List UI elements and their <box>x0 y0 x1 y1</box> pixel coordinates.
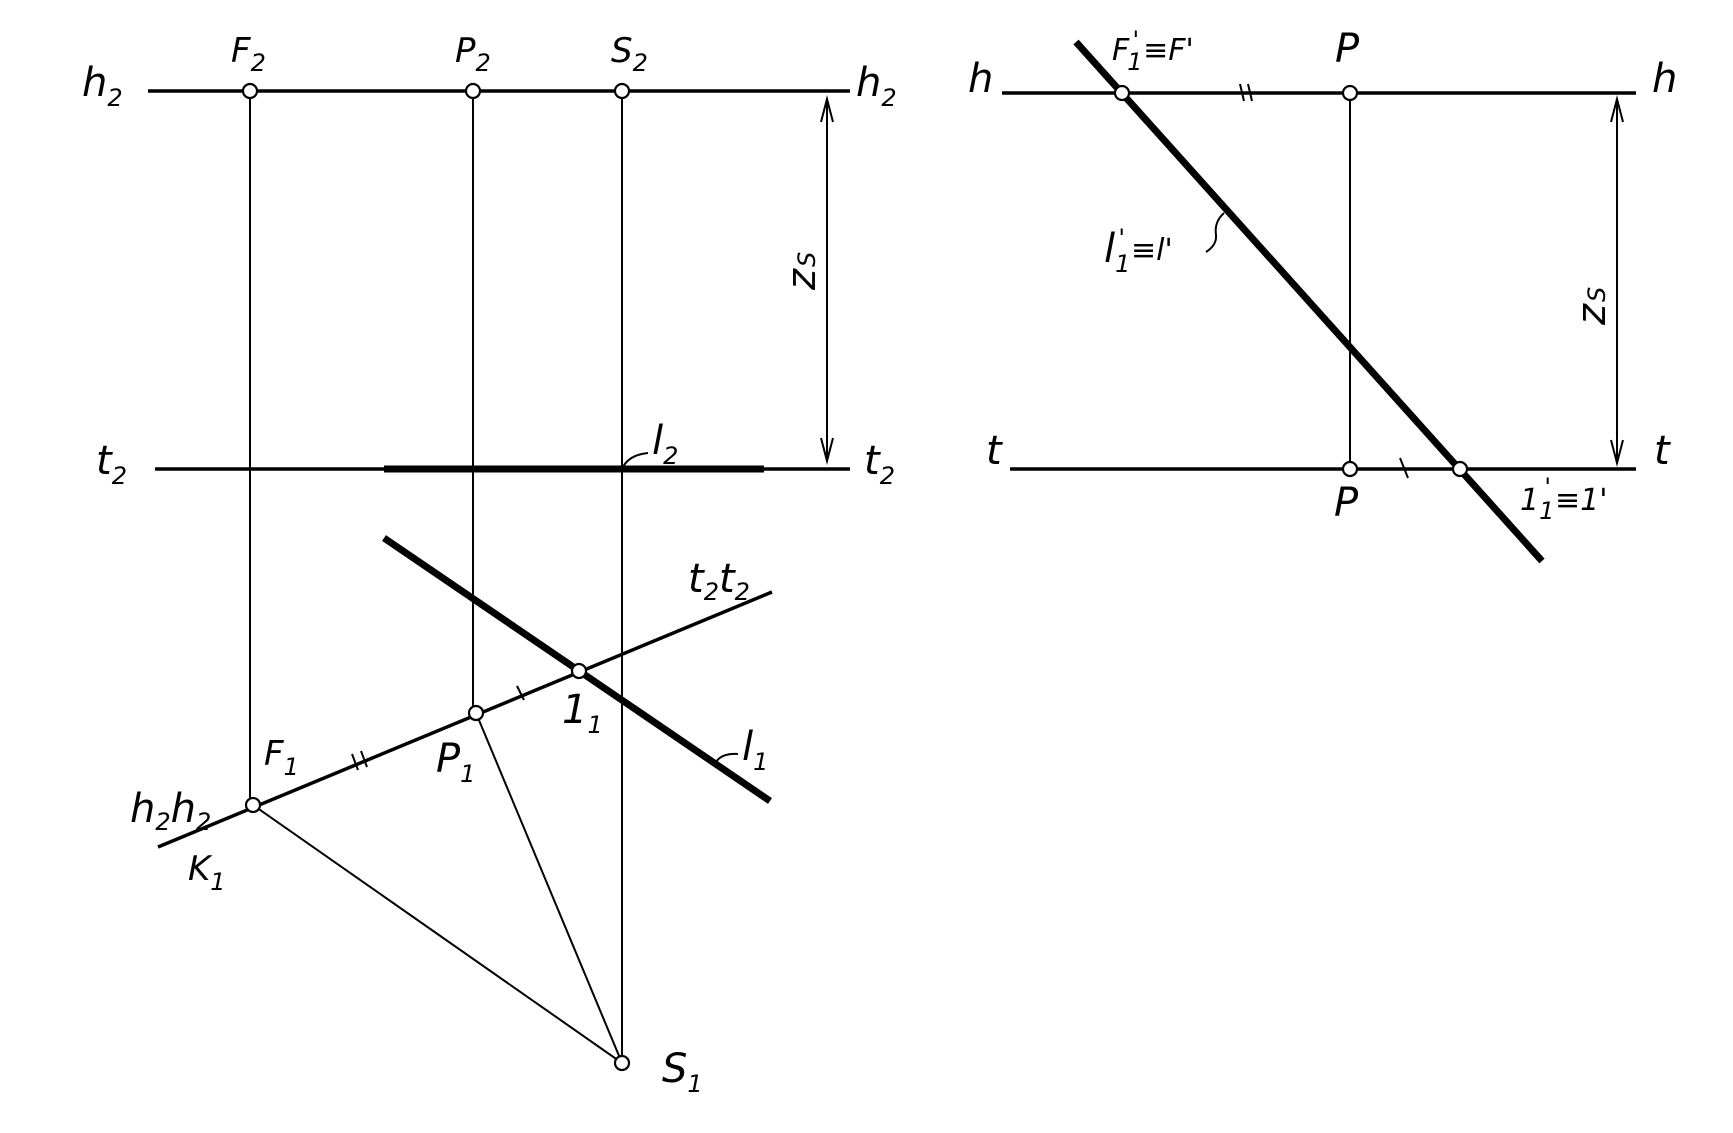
label-l1: l1 <box>742 724 768 776</box>
leader-l1 <box>714 752 739 765</box>
point-1-1 <box>570 662 588 680</box>
label-h-left: h <box>968 56 993 102</box>
label-zs: zS <box>1569 287 1615 326</box>
label-t-left: t <box>986 428 1003 474</box>
tick-mark-double-a <box>351 753 359 771</box>
label-1-1: 11 <box>562 687 603 739</box>
label-h2-left: h2 <box>82 60 123 112</box>
label-l-prime: l1'≡l' <box>1104 224 1173 278</box>
left-view: h2 h2 t2 t2 F2 P2 S2 zS l2 t2t2 11 l1 F1… <box>82 31 897 1098</box>
dimension-zs-arrow-top <box>820 95 834 123</box>
point-P-bottom <box>1341 460 1359 478</box>
tick-mark-double-b <box>1247 83 1253 102</box>
point-K1 <box>244 796 262 814</box>
ray-S1-P1 <box>475 712 623 1064</box>
tick-mark-single <box>1399 457 1409 479</box>
dimension-zs-arrow-bottom <box>1610 439 1624 467</box>
line-l-prime <box>1073 39 1545 564</box>
right-view: h h t t F1'≡F' P P zS l1'≡l' 11'≡1' <box>968 26 1677 564</box>
label-zs: zS <box>779 252 825 291</box>
ray-S1-K1 <box>252 804 623 1064</box>
point-S1 <box>613 1054 631 1072</box>
label-F2: F2 <box>231 31 266 77</box>
point-F-prime <box>1113 84 1131 102</box>
tick-mark-single <box>516 685 525 701</box>
label-1-prime: 11'≡1' <box>1520 473 1607 525</box>
label-t-right: t <box>1654 428 1671 474</box>
label-P2: P2 <box>455 31 491 77</box>
leader-l-prime <box>1205 212 1225 253</box>
leader-l2 <box>621 452 649 470</box>
label-P-bottom: P <box>1334 480 1359 526</box>
dimension-zs-arrow-top <box>1610 95 1624 123</box>
label-h-right: h <box>1652 56 1677 102</box>
label-F1: F1 <box>264 734 299 781</box>
label-t2t2: t2t2 <box>688 556 750 606</box>
label-h2-right: h2 <box>856 60 897 112</box>
label-S1: S1 <box>662 1046 703 1098</box>
label-F-prime: F1'≡F' <box>1112 26 1194 76</box>
dimension-zs-arrow-bottom <box>820 437 834 465</box>
point-1-prime <box>1451 460 1469 478</box>
label-S2: S2 <box>611 31 648 77</box>
label-P1: P1 <box>436 736 475 788</box>
label-l2: l2 <box>652 418 678 470</box>
point-P2 <box>464 82 482 100</box>
tick-mark-double-a <box>1239 83 1245 102</box>
point-S2 <box>613 82 631 100</box>
label-t2-right: t2 <box>864 438 895 490</box>
point-P1 <box>467 704 485 722</box>
label-P-top: P <box>1335 26 1360 72</box>
tick-mark-double-b <box>360 750 368 768</box>
label-h2h2: h2h2 <box>130 786 211 836</box>
label-t2-left: t2 <box>96 438 127 490</box>
point-F2 <box>241 82 259 100</box>
point-P-top <box>1341 84 1359 102</box>
label-K1: K1 <box>188 849 226 896</box>
